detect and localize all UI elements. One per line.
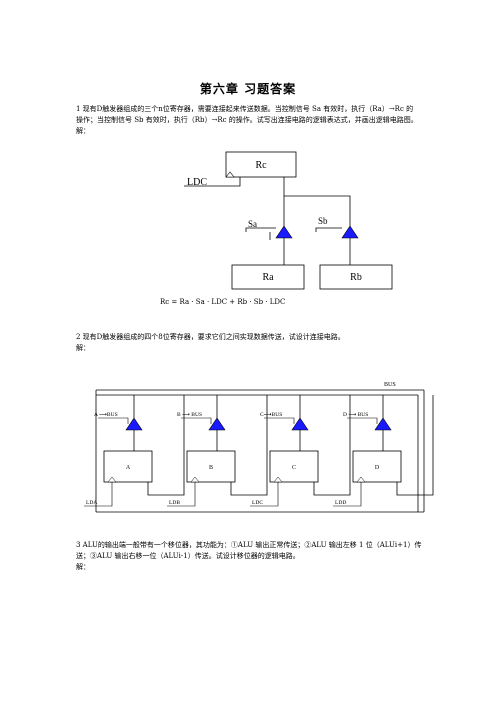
load-label-a: LDA <box>86 500 97 506</box>
q1-line-1: 1 现有D触发器组成的三个n位寄存器，需要连接起来传送数据。当控制信号 Sa 有… <box>76 105 414 113</box>
gate-triangle-d <box>374 417 392 431</box>
question-3: 3 ALU的输出端一般带有一个移位器，其功能为：①ALU 输出正常传送；②ALU… <box>76 540 496 573</box>
q1-formula: Rc = Ra · Sa · LDC + Rb · Sb · LDC <box>160 298 286 306</box>
bus-label: BUS <box>384 382 396 388</box>
load-label-d: LDD <box>335 500 346 506</box>
register-label-c: C <box>292 465 296 471</box>
q3-answer-label: 解： <box>76 563 90 571</box>
ra-register-box <box>231 264 305 290</box>
rc-label: Rc <box>255 160 267 171</box>
sa-label: Sa <box>248 219 257 229</box>
register-box-c <box>269 450 319 483</box>
question-2: 2 现有D触发器组成的四个8位寄存器，要求它们之间实现数据传送，试设计连接电路。… <box>76 332 496 354</box>
rc-register-box <box>225 151 297 178</box>
sa-gate-triangle <box>275 225 293 239</box>
gate-triangle-c <box>291 417 309 431</box>
load-label-b: LDB <box>169 500 180 506</box>
load-label-c: LDC <box>252 500 263 506</box>
q1-line-2: 操作；当控制信号 Sb 有效时，执行（Rb）→Rc 的操作。试写出连接电路的逻辑… <box>76 116 418 124</box>
register-box-b <box>186 450 236 483</box>
gate-triangle-a <box>125 417 143 431</box>
ldc-label: LDC <box>187 177 207 188</box>
q2-line-1: 2 现有D触发器组成的四个8位寄存器，要求它们之间实现数据传送，试设计连接电路。 <box>76 333 345 341</box>
register-box-a <box>103 450 153 483</box>
question-1: 1 现有D触发器组成的三个n位寄存器，需要连接起来传送数据。当控制信号 Sa 有… <box>76 104 496 137</box>
gate-triangle-b <box>208 417 226 431</box>
q2-answer-label: 解： <box>76 344 90 352</box>
rb-register-box <box>319 264 393 290</box>
q1-answer-label: 解： <box>76 127 90 135</box>
q3-line-1: 3 ALU的输出端一般带有一个移位器，其功能为：①ALU 输出正常传送；②ALU… <box>76 541 422 549</box>
ra-label: Ra <box>262 272 274 283</box>
gate-label-c: C⟶BUS <box>260 412 282 418</box>
register-label-d: D <box>375 465 380 471</box>
gate-label-b: B ⟶ BUS <box>177 412 202 418</box>
register-box-d <box>352 450 402 483</box>
register-label-a: A <box>126 465 131 471</box>
register-label-b: B <box>209 465 213 471</box>
sb-gate-triangle <box>341 225 359 239</box>
sb-label: Sb <box>318 216 328 226</box>
q3-line-2: 送；③ALU 输出右移一位（ALUi-1）传送。试设计移位器的逻辑电路。 <box>76 552 300 560</box>
gate-label-d: D ⟶ BUS <box>343 412 368 418</box>
gate-label-a: A ⟶BUS <box>94 412 118 418</box>
chapter-title: 第六章 习题答案 <box>199 82 297 96</box>
rb-label: Rb <box>350 272 362 283</box>
